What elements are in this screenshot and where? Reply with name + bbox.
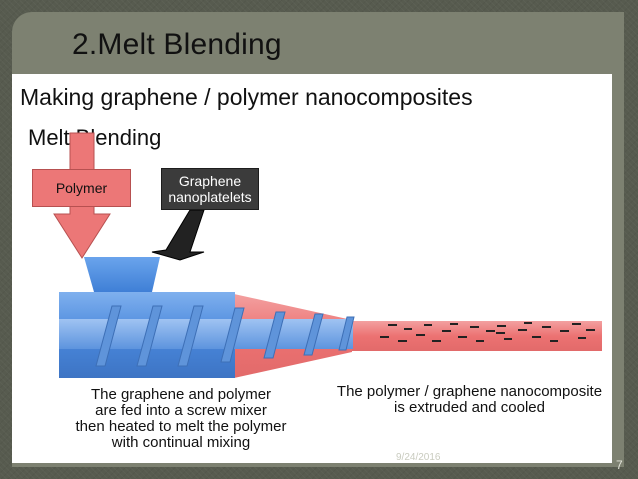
polymer-label: Polymer xyxy=(55,180,108,196)
nanoplatelets xyxy=(380,322,595,342)
screw-flights xyxy=(95,305,355,367)
page-number: 7 xyxy=(616,458,623,472)
graphene-arrow xyxy=(151,209,205,261)
graphene-label-line2: nanoplatelets xyxy=(168,189,252,205)
polymer-label-box: Polymer xyxy=(32,169,131,207)
figure-subheading: Melt Blending xyxy=(28,125,162,150)
figure-panel: Making graphene / polymer nanocomposites… xyxy=(12,74,612,463)
graphene-label-box: Graphene nanoplatelets xyxy=(161,168,259,210)
hopper xyxy=(84,257,160,292)
graphene-label-line1: Graphene xyxy=(178,173,242,189)
figure-heading: Making graphene / polymer nanocomposites xyxy=(20,84,473,110)
feed-caption-line: The graphene and polymer xyxy=(90,386,272,403)
feed-caption-line: with continual mixing xyxy=(111,434,251,451)
extrude-caption-line: The polymer / graphene nanocomposite xyxy=(336,383,603,400)
melt-blending-diagram xyxy=(53,132,602,378)
feed-caption-line: are fed into a screw mixer xyxy=(95,402,267,419)
slide-date: 9/24/2016 xyxy=(396,452,441,463)
extrude-caption-line: is extruded and cooled xyxy=(394,399,545,416)
feed-caption: The graphene and polymer are fed into a … xyxy=(66,387,296,451)
slide-title: 2.Melt Blending xyxy=(72,28,282,61)
extrude-caption: The polymer / graphene nanocomposite is … xyxy=(332,384,607,416)
feed-caption-line: then heated to melt the polymer xyxy=(75,418,287,435)
